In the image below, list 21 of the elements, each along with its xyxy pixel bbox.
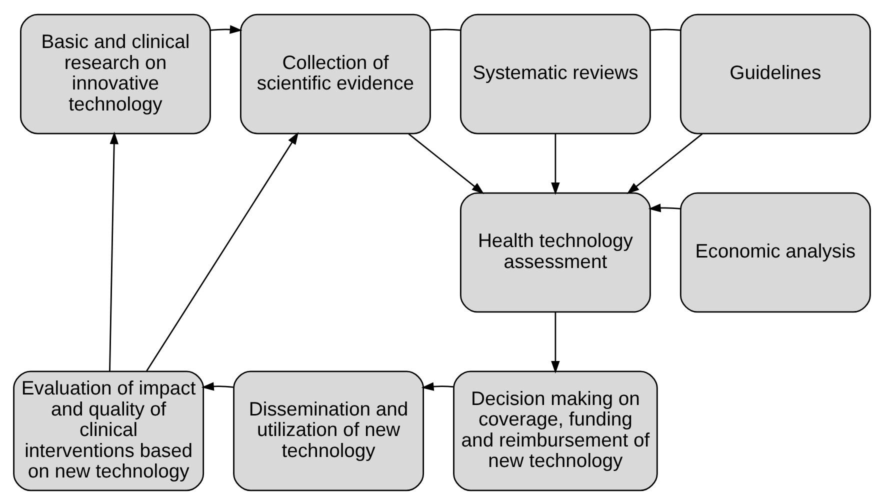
arrow <box>421 382 454 390</box>
arrow <box>210 24 242 34</box>
arrow <box>551 133 560 194</box>
arrow <box>109 131 118 371</box>
node-box: Guidelines <box>680 13 871 134</box>
arrow <box>201 382 234 390</box>
arrow <box>146 132 299 371</box>
node-box: Collection of scientific evidence <box>240 13 431 134</box>
arrow <box>626 132 703 194</box>
node-box: Decision making on coverage, funding and reimbursement of new technology <box>453 370 658 491</box>
connector <box>650 28 680 30</box>
arrow <box>551 312 560 373</box>
node-box: Dissemination and utilization of new technology <box>233 370 424 491</box>
node-box: Systematic reviews <box>460 13 651 134</box>
arrow <box>408 132 484 194</box>
connector <box>430 28 460 30</box>
node-box: Evaluation of impact and quality of clinical interventions based on new technology <box>13 370 204 491</box>
node-box: Health technology assessment <box>460 192 651 312</box>
node-box: Economic analysis <box>680 192 871 312</box>
arrow <box>648 203 680 212</box>
node-box: Basic and clinical research on innovative technology <box>20 13 211 134</box>
